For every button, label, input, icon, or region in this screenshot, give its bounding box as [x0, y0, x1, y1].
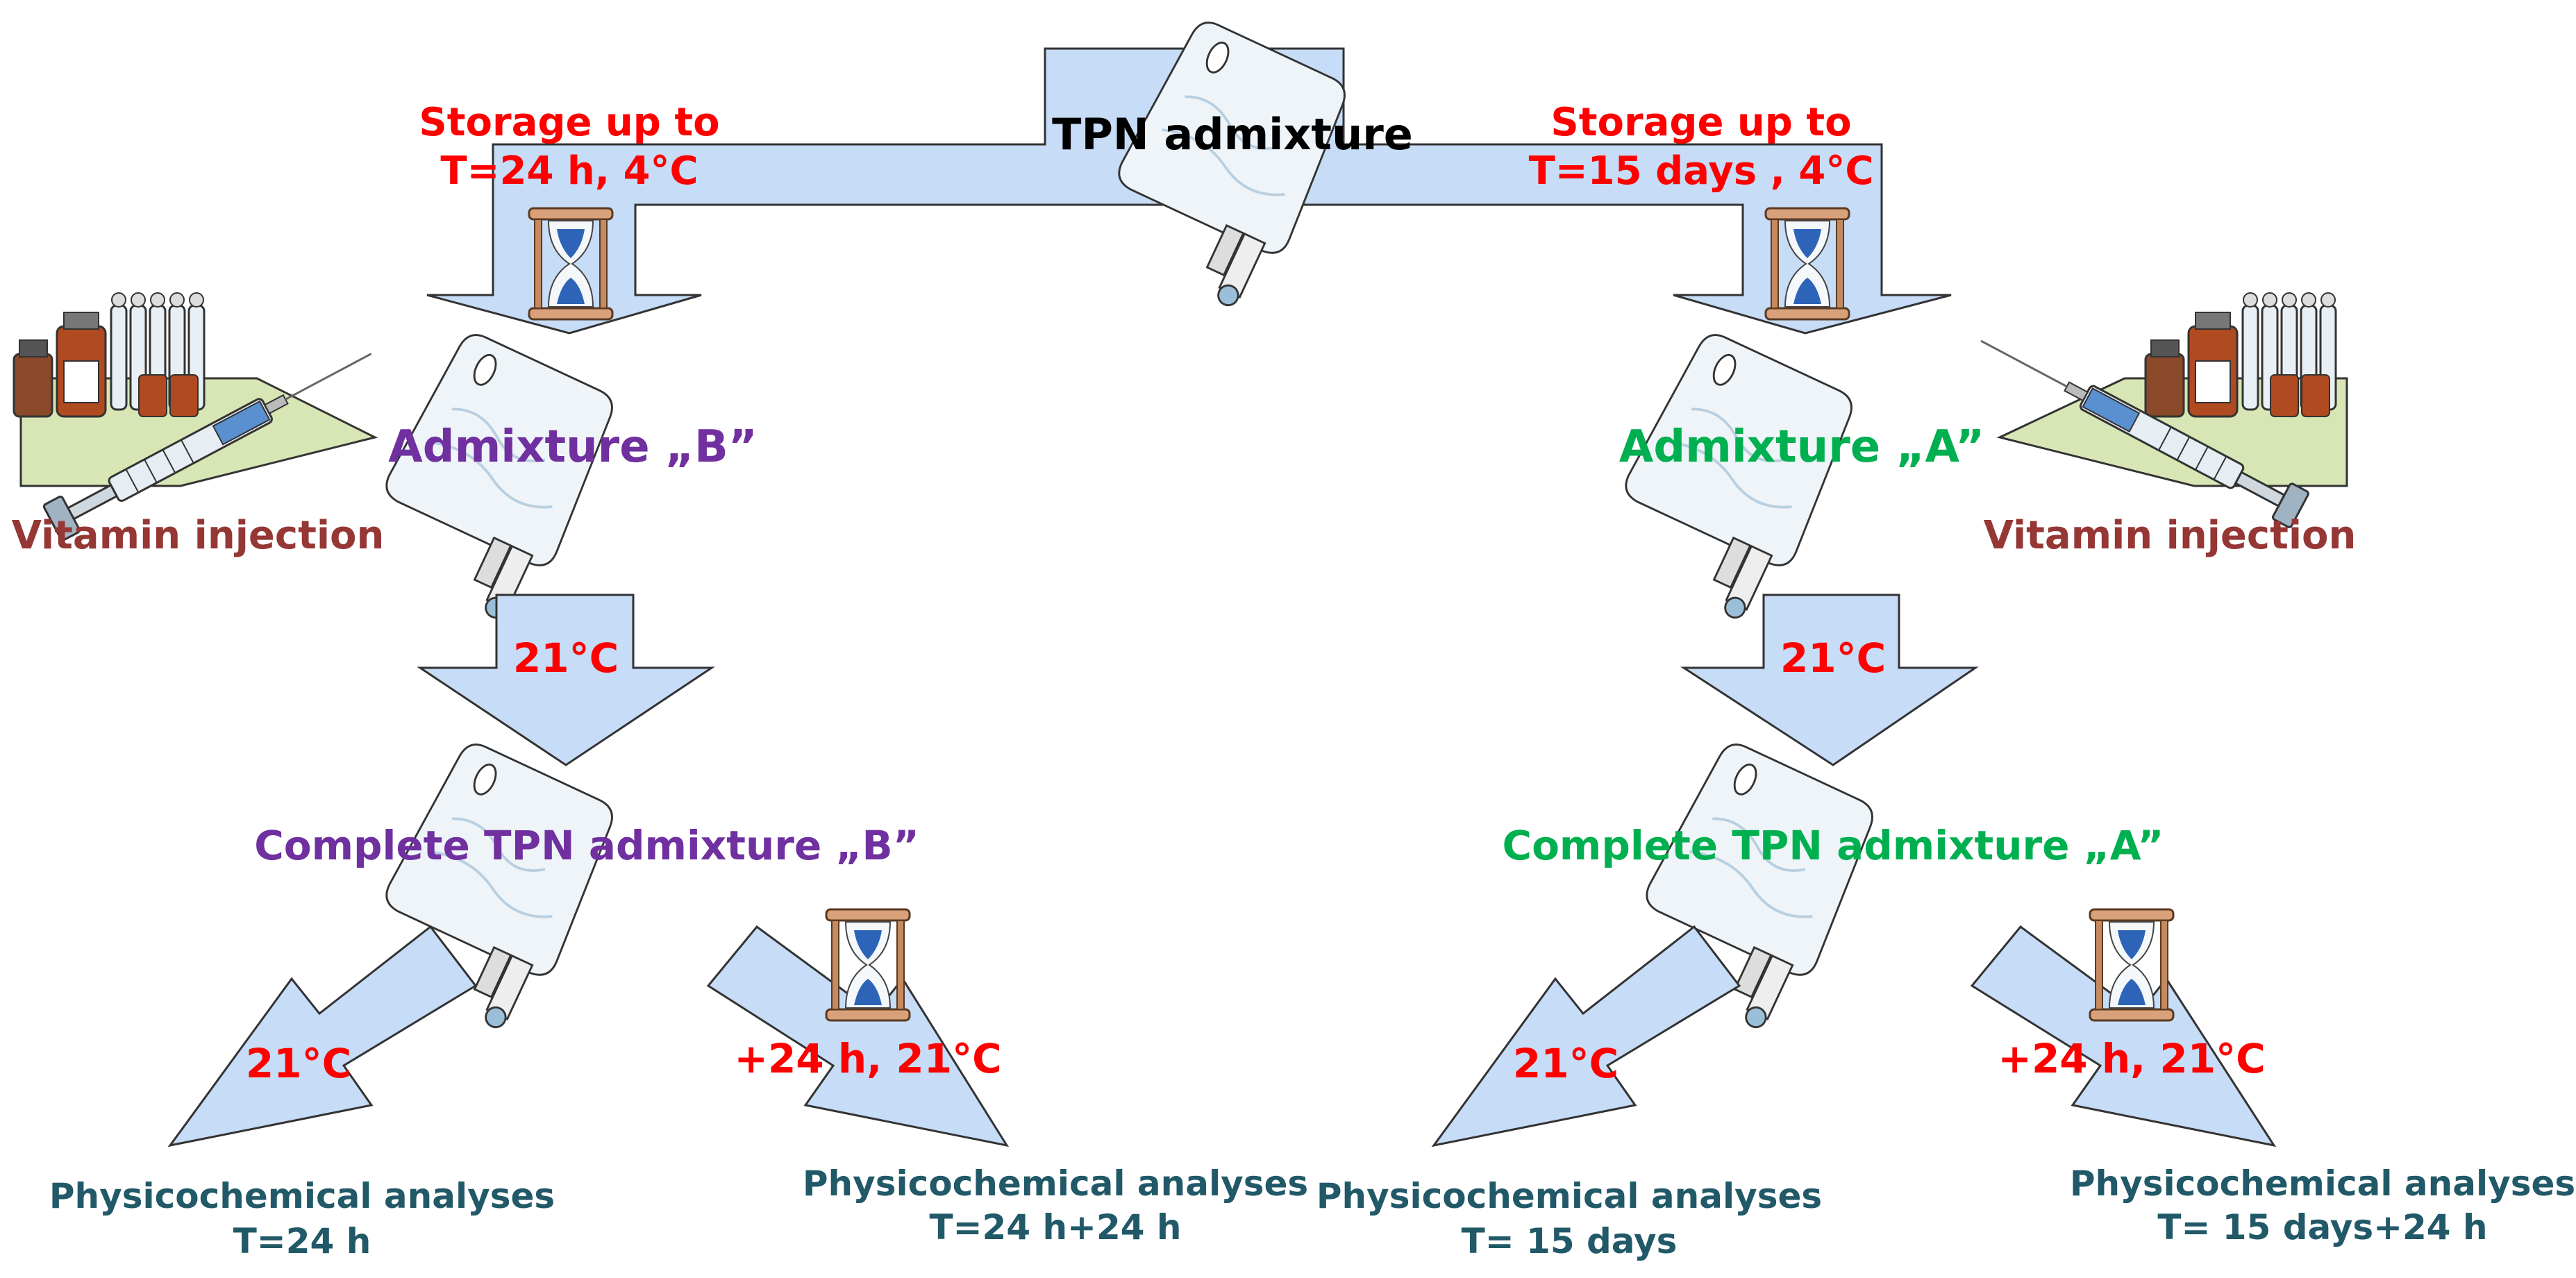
right-branch-temp-2: +24 h, 21°C — [1998, 1035, 2265, 1082]
analysis-a2-line1: Physicochemical analyses — [2070, 1163, 2575, 1204]
right-branch-temp-1: 21°C — [1513, 1040, 1619, 1087]
analysis-b1-line1: Physicochemical analyses — [49, 1176, 555, 1216]
analysis-b2-line1: Physicochemical analyses — [803, 1163, 1308, 1204]
iv-bag-icon — [1591, 323, 1867, 632]
iv-bag-icon — [352, 323, 628, 632]
left-down-arrow — [417, 594, 715, 766]
right-branch-arrow-1 — [1431, 925, 1741, 1147]
analysis-a2-line2: T= 15 days+24 h — [2157, 1207, 2487, 1247]
hourglass-icon — [528, 207, 614, 321]
left-branch-arrow-1 — [167, 925, 478, 1147]
vitamin-label-right: Vitamin injection — [1984, 513, 2357, 558]
left-branch-temp-2: +24 h, 21°C — [734, 1035, 1001, 1082]
right-down-arrow — [1680, 594, 1979, 766]
right-branch-arrow-2 — [1970, 925, 2277, 1147]
storage-left-line2: T=24 h, 4°C — [440, 149, 698, 194]
right-temp-label: 21°C — [1780, 634, 1886, 682]
left-branch-arrow-2 — [706, 925, 1010, 1147]
storage-left-line1: Storage up to — [419, 100, 719, 145]
complete-b-label: Complete TPN admixture „B” — [254, 822, 919, 869]
diagram-title: TPN admixture — [1052, 109, 1413, 160]
hourglass-icon — [825, 908, 911, 1022]
admixture-b-label: Admixture „B” — [388, 421, 758, 473]
storage-right-line2: T=15 days , 4°C — [1529, 149, 1874, 194]
hourglass-icon — [2089, 908, 2175, 1022]
analysis-a1-line1: Physicochemical analyses — [1316, 1176, 1822, 1216]
analysis-b2-line2: T=24 h+24 h — [929, 1207, 1181, 1247]
complete-a-label: Complete TPN admixture „A” — [1503, 822, 2164, 869]
left-branch-temp-1: 21°C — [246, 1040, 351, 1087]
analysis-b1-line2: T=24 h — [233, 1221, 371, 1261]
hourglass-icon — [1764, 207, 1850, 321]
left-temp-label: 21°C — [513, 634, 619, 682]
vitamin-label-left: Vitamin injection — [12, 513, 385, 558]
analysis-a1-line2: T= 15 days — [1462, 1221, 1678, 1261]
admixture-a-label: Admixture „A” — [1619, 421, 1984, 473]
storage-right-line1: Storage up to — [1550, 100, 1851, 145]
